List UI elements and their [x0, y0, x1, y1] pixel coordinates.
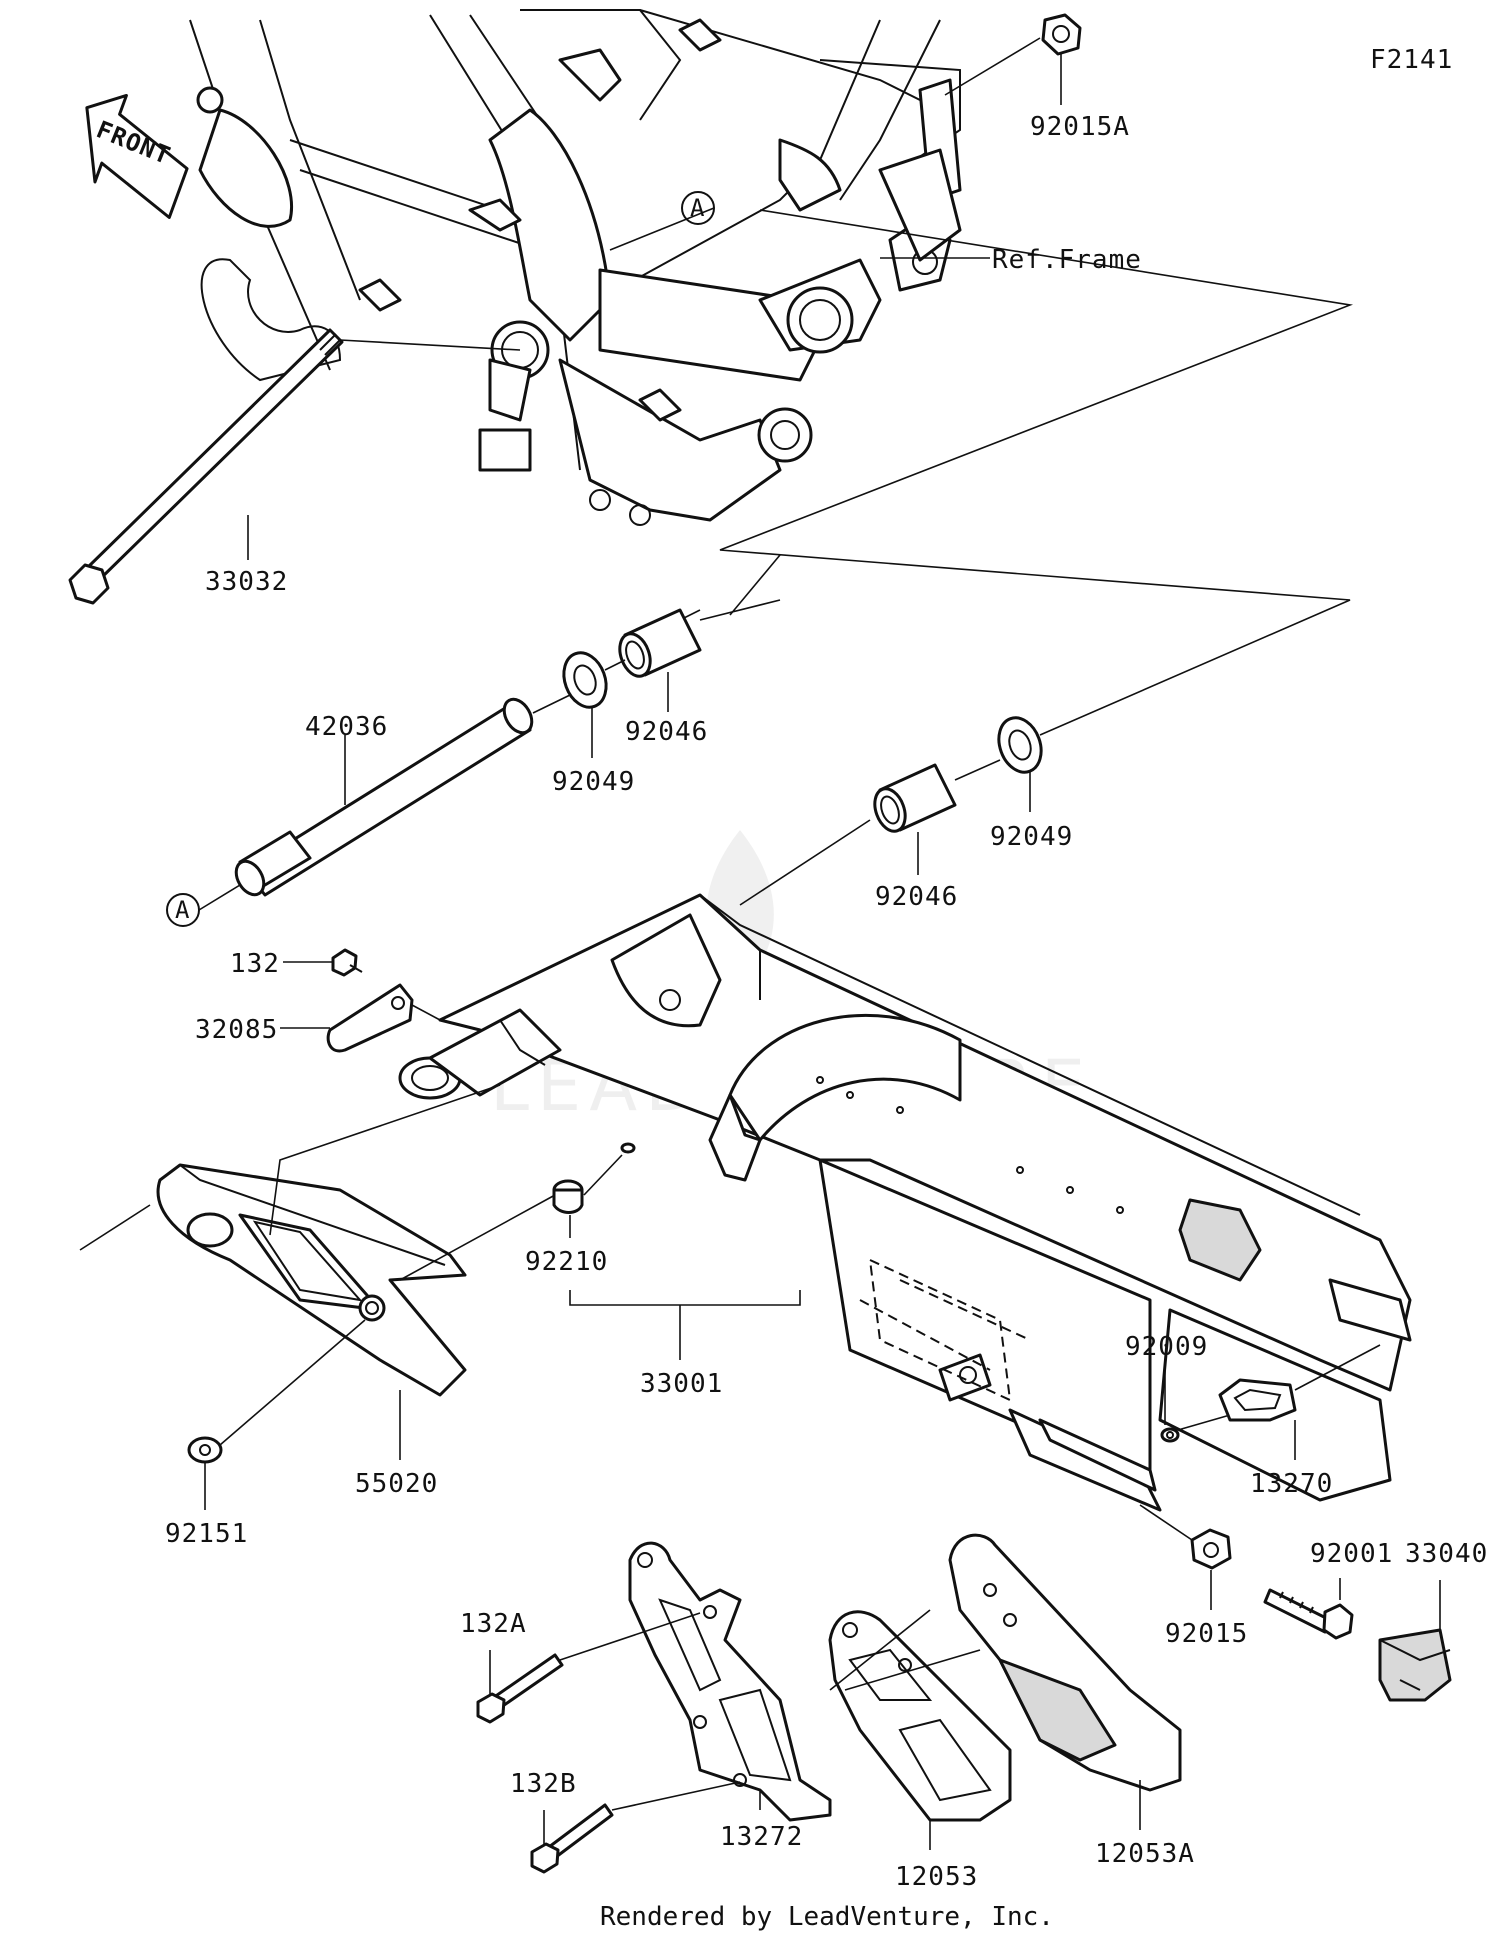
part-92046-bearing-top [618, 608, 702, 678]
part-132B-bolt [530, 1803, 614, 1874]
part-33040-plate [1378, 1628, 1452, 1702]
frame [189, 9, 962, 526]
footer-credit: Rendered by LeadVenture, Inc. [600, 1902, 1054, 1932]
part-55020-chain-slider [156, 1163, 467, 1397]
part-32085-bracket [326, 983, 414, 1053]
ref-marker-top-text: A [690, 194, 705, 222]
label-132A: 132A [460, 1609, 527, 1639]
part-132A-bolt [476, 1653, 564, 1724]
label-33001: 33001 [640, 1369, 723, 1399]
part-92210-spacer [552, 1142, 636, 1214]
label-55020: 55020 [355, 1469, 438, 1499]
label-132B: 132B [510, 1769, 577, 1799]
label-92210: 92210 [525, 1247, 608, 1277]
part-13270-plate [1218, 1378, 1297, 1422]
label-132: 132 [230, 949, 280, 979]
label-13272: 13272 [720, 1822, 803, 1852]
label-32085: 32085 [195, 1015, 278, 1045]
figure-code: F2141 [1370, 45, 1453, 75]
label-92015: 92015 [1165, 1619, 1248, 1649]
label-92015A: 92015A [1030, 112, 1130, 142]
label-92046-right: 92046 [875, 882, 958, 912]
ref-marker-bottom: A [166, 893, 200, 927]
part-92049-seal-top [562, 651, 608, 709]
part-12053-chain-guide [828, 1610, 1012, 1822]
part-92151-screw [187, 1436, 223, 1464]
label-12053A: 12053A [1095, 1839, 1195, 1869]
part-92049-seal-right [997, 716, 1043, 774]
part-13272-guide-plate [628, 1541, 832, 1822]
label-92049-top: 92049 [552, 767, 635, 797]
label-42036: 42036 [305, 712, 388, 742]
ref-marker-bottom-text: A [175, 896, 190, 924]
part-92001-bolt [1263, 1588, 1354, 1640]
label-33032: 33032 [205, 567, 288, 597]
part-92046-bearing-right [873, 763, 957, 833]
part-92015-nut [1190, 1528, 1232, 1570]
part-12053A-chain-guide [948, 1533, 1182, 1792]
part-33032-pivot-shaft [68, 328, 344, 605]
label-12053: 12053 [895, 1862, 978, 1892]
label-13270: 13270 [1250, 1469, 1333, 1499]
label-92001: 92001 [1310, 1539, 1393, 1569]
part-42036-collar [234, 697, 534, 897]
label-92009: 92009 [1125, 1332, 1208, 1362]
label-92046-top: 92046 [625, 717, 708, 747]
part-92009-screw [1160, 1427, 1180, 1443]
part-92015A-nut [1041, 13, 1082, 56]
label-92049-right: 92049 [990, 822, 1073, 852]
label-33040: 33040 [1405, 1539, 1488, 1569]
front-arrow: FRONT [85, 93, 189, 220]
part-132-bolt [331, 948, 363, 977]
label-92151: 92151 [165, 1519, 248, 1549]
